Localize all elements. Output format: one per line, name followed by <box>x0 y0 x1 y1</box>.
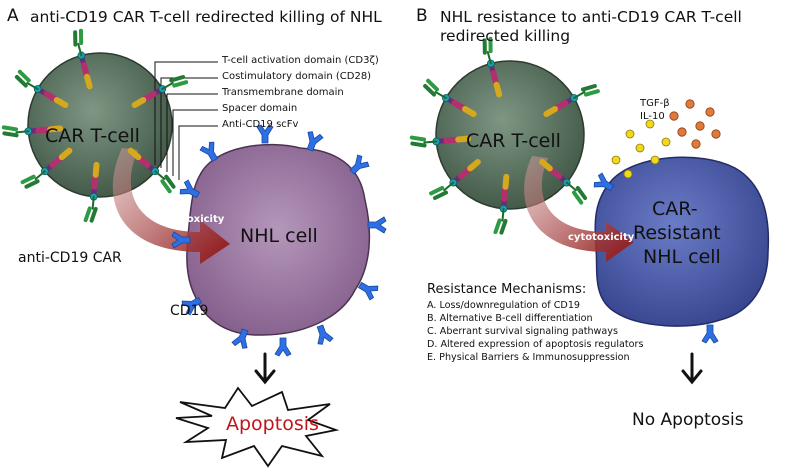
car-tcell-b <box>435 60 585 210</box>
car-b-1 <box>423 78 477 117</box>
cd19-a-4 <box>349 154 370 175</box>
car-tcell-label-b: CAR T-cell <box>466 130 561 152</box>
car-b-4 <box>539 158 588 205</box>
no-apoptosis-label: No Apoptosis <box>632 410 744 430</box>
callout-lines-a <box>154 61 218 180</box>
callout-scfv: Anti-CD19 scFv <box>222 119 299 130</box>
mechanism-e: E. Physical Barriers & Immunosuppression <box>427 352 630 363</box>
down-arrow-a <box>254 352 276 385</box>
il10-dots <box>669 99 721 149</box>
cd19-a-5 <box>367 216 387 234</box>
callout-cd3z: T-cell activation domain (CD3ζ) <box>222 55 379 66</box>
cd19-a-9 <box>231 328 249 349</box>
car-a-6 <box>20 147 73 189</box>
mechanisms-title: Resistance Mechanisms: <box>427 282 587 297</box>
panel-b-title-line2: redirected killing <box>440 27 571 45</box>
car-b-6 <box>429 158 481 200</box>
callout-spacer: Spacer domain <box>222 103 298 114</box>
car-a-7 <box>1 125 64 138</box>
cytotoxicity-label-b: cytotoxicity <box>568 232 635 243</box>
nhl-cell-label: NHL cell <box>240 225 318 247</box>
car-a-1 <box>14 69 69 108</box>
cd19-a-2 <box>256 124 274 144</box>
apoptosis-label: Apoptosis <box>226 413 319 435</box>
panel-a-title: anti-CD19 CAR T-cell redirected killing … <box>30 8 382 26</box>
il10-label: IL-10 <box>640 111 665 122</box>
mechanism-d: D. Altered expression of apoptosis regul… <box>427 339 644 350</box>
car-tcell-label-a: CAR T-cell <box>45 125 140 147</box>
callout-cd28: Costimulatory domain (CD28) <box>222 71 372 82</box>
cd19-b-1 <box>593 172 615 192</box>
panel-b-letter: B <box>416 6 428 26</box>
car-b-2 <box>482 36 503 98</box>
cytotoxicity-label-a: cytotoxicity <box>158 214 225 225</box>
car-b-3 <box>543 84 600 117</box>
car-b-5 <box>493 173 510 235</box>
cd19-label: CD19 <box>170 303 209 319</box>
down-arrow-b <box>681 352 703 385</box>
cd19-a-1 <box>199 141 219 163</box>
callout-transmembrane: Transmembrane domain <box>222 87 344 98</box>
anti-cd19-car-label: anti-CD19 CAR <box>18 250 122 266</box>
mechanism-b: B. Alternative B-cell differentiation <box>427 313 593 324</box>
resistant-label-line3: NHL cell <box>643 246 721 268</box>
cd19-a-8 <box>274 337 292 357</box>
car-a-2 <box>73 28 93 90</box>
resistant-label-line2: Resistant <box>633 222 721 244</box>
car-b-7 <box>409 135 472 148</box>
tgf-beta-label: TGF-β <box>640 98 670 109</box>
car-a-3 <box>131 75 189 108</box>
cytotoxicity-arrow-b <box>524 156 634 262</box>
cd19-a-7 <box>316 324 334 345</box>
apoptosis-starburst <box>175 386 340 468</box>
cd19-b-2 <box>701 324 719 344</box>
cd19-a-3 <box>306 131 324 152</box>
cd19-a-10 <box>181 296 203 316</box>
car-tcell-a <box>27 52 173 198</box>
cd19-a-12 <box>179 179 201 199</box>
cytotoxicity-arrow-a <box>112 148 230 264</box>
resistant-label-line1: CAR- <box>652 198 698 220</box>
car-a-4 <box>127 147 176 194</box>
receptor-layer <box>1 28 719 357</box>
panel-a-letter: A <box>7 6 19 26</box>
mechanism-a: A. Loss/downregulation of CD19 <box>427 300 581 311</box>
mechanism-c: C. Aberrant survival signaling pathways <box>427 326 618 337</box>
panel-b-title-line1: NHL resistance to anti-CD19 CAR T-cell <box>440 8 742 26</box>
cd19-a-6 <box>357 281 379 301</box>
car-a-5 <box>83 161 100 223</box>
tgf-beta-dots <box>611 119 671 179</box>
cd19-a-11 <box>171 231 191 249</box>
